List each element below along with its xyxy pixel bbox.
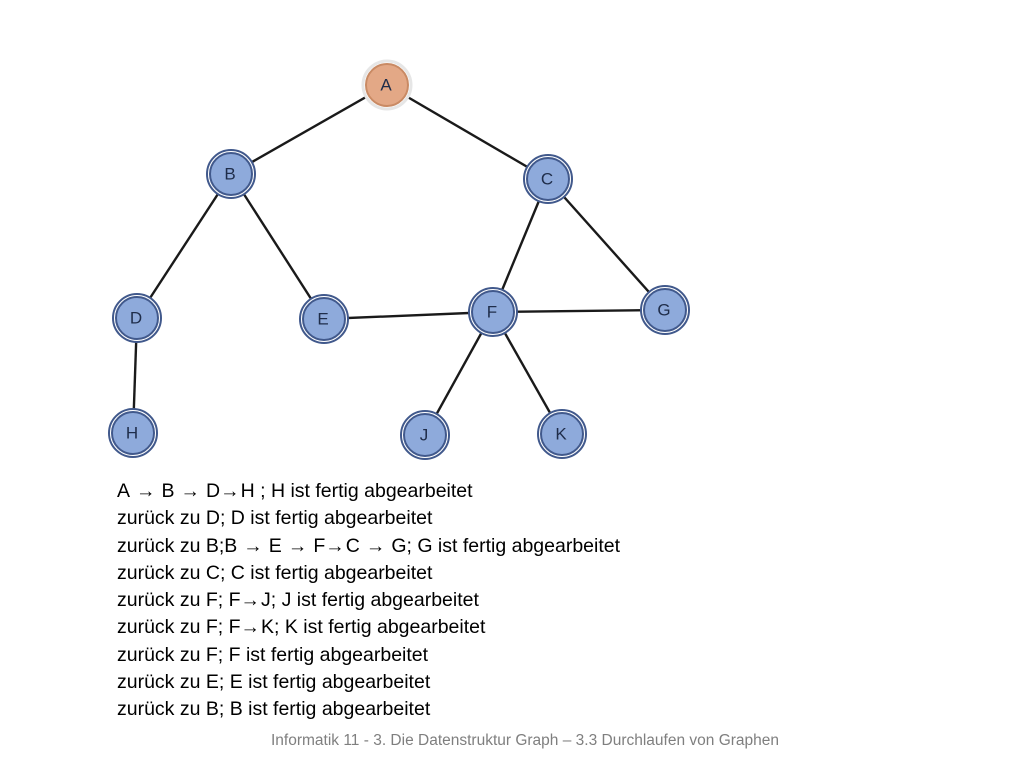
arrow-icon: →	[136, 480, 156, 502]
node-circle	[643, 288, 687, 332]
arrow-icon: →	[180, 480, 201, 502]
traversal-text: G; G ist fertig abgearbeitet	[391, 534, 621, 557]
traversal-line: zurück zu C; C ist fertig abgearbeitet	[117, 560, 620, 587]
edge-e-f	[323, 310, 494, 321]
traversal-text: E	[268, 534, 282, 557]
node-label: A	[380, 75, 392, 94]
arrow-icon: →	[365, 534, 386, 557]
node-circle	[365, 63, 409, 107]
traversal-text: D	[206, 480, 221, 502]
arrow-icon: →	[287, 534, 308, 557]
node-label: J	[420, 425, 429, 444]
traversal-text: B	[161, 480, 175, 502]
traversal-text: K; K ist fertig abgearbeitet	[261, 616, 486, 639]
node-circle	[526, 157, 570, 201]
traversal-text: zurück zu B;B	[117, 534, 238, 557]
traversal-text: zurück zu F; F	[117, 589, 241, 612]
graph-diagram: A B C D E F G H J K	[108, 59, 690, 460]
node-label: C	[541, 169, 553, 188]
traversal-line: zurück zu F; F→J; J ist fertig abgearbei…	[117, 587, 620, 614]
node-f: F	[468, 287, 518, 337]
traversal-text: C	[345, 534, 360, 557]
traversal-text: zurück zu E; E ist fertig abgearbeitet	[117, 671, 431, 694]
node-circle	[471, 290, 515, 334]
node-a: A	[361, 59, 413, 111]
traversal-text: zurück zu F; F ist fertig abgearbeitet	[117, 643, 429, 666]
traversal-line: zurück zu B; B ist fertig abgearbeitet	[117, 696, 620, 723]
arrow-icon: →	[240, 589, 261, 612]
arrow-icon: →	[240, 616, 261, 639]
traversal-text: zurück zu F; F	[117, 616, 241, 639]
node-label: K	[555, 424, 567, 443]
graph-nodes: A B C D E F G H J K	[108, 59, 690, 460]
node-circle	[540, 412, 584, 456]
node-circle	[209, 152, 253, 196]
edge-a-b	[230, 83, 388, 176]
edge-a-c	[386, 83, 549, 181]
edge-c-g	[547, 178, 666, 311]
traversal-text: J; J ist fertig abgearbeitet	[261, 589, 479, 612]
traversal-text: zurück zu B; B ist fertig abgearbeitet	[117, 698, 431, 721]
node-j: J	[400, 410, 450, 460]
node-label: E	[317, 309, 328, 328]
traversal-line: zurück zu F; F→K; K ist fertig abgearbei…	[117, 614, 620, 641]
node-circle	[111, 411, 155, 455]
edge-b-d	[135, 173, 233, 319]
slide-footer: Informatik 11 - 3. Die Datenstruktur Gra…	[270, 732, 780, 749]
node-e: E	[299, 294, 349, 344]
traversal-text: A	[117, 480, 131, 502]
traversal-text: zurück zu C; C ist fertig abgearbeitet	[117, 561, 433, 584]
node-circle	[115, 296, 159, 340]
node-label: H	[126, 423, 138, 442]
node-b: B	[206, 149, 256, 199]
traversal-text: H ; H ist fertig abgearbeitet	[240, 480, 473, 502]
node-circle	[302, 297, 346, 341]
edge-b-e	[229, 173, 326, 320]
traversal-text: F	[313, 534, 326, 557]
arrow-icon: →	[243, 534, 263, 557]
node-label: B	[224, 164, 235, 183]
traversal-line: zurück zu F; F ist fertig abgearbeitet	[117, 642, 620, 669]
edge-f-g	[492, 308, 666, 314]
traversal-line: zurück zu E; E ist fertig abgearbeitet	[117, 669, 620, 696]
node-c: C	[523, 154, 573, 204]
graph-edges	[131, 83, 666, 436]
traversal-line: zurück zu B;B→E→F→C→G; G ist fertig abge…	[117, 533, 620, 560]
traversal-text: zurück zu D; D ist fertig abgearbeitet	[117, 507, 433, 530]
node-label: D	[130, 308, 142, 327]
node-d: D	[112, 293, 162, 343]
traversal-line: A→B→D→H ; H ist fertig abgearbeitet	[117, 478, 620, 505]
traversal-line: zurück zu D; D ist fertig abgearbeitet	[117, 505, 620, 532]
arrow-icon: →	[220, 480, 240, 502]
node-k: K	[537, 409, 587, 459]
node-g: G	[640, 285, 690, 335]
node-label: G	[657, 300, 670, 319]
node-circle	[403, 413, 447, 457]
arrow-icon: →	[325, 534, 345, 557]
node-label: F	[487, 302, 497, 321]
node-h: H	[108, 408, 158, 458]
